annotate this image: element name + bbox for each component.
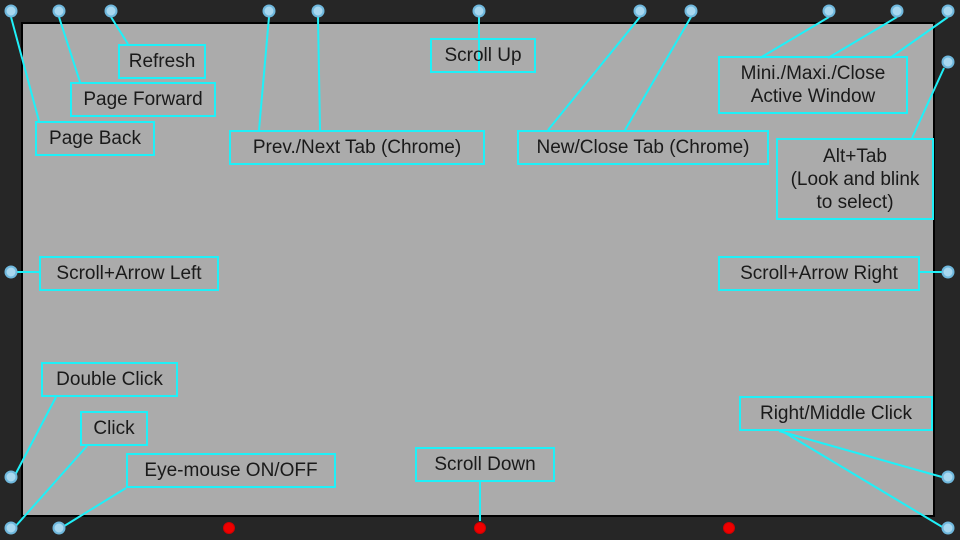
command-label-text: Scroll+Arrow Left bbox=[56, 263, 202, 284]
dot-top-8[interactable] bbox=[684, 4, 698, 18]
dot-bottom-1[interactable] bbox=[52, 521, 66, 535]
command-label-double-click: Double Click bbox=[41, 362, 178, 397]
dot-top-9[interactable] bbox=[822, 4, 836, 18]
command-label-scroll-arrow-left: Scroll+Arrow Left bbox=[39, 256, 219, 291]
dot-top-5[interactable] bbox=[311, 4, 325, 18]
dot-right-2[interactable] bbox=[941, 265, 955, 279]
command-label-alt-tab: Alt+Tab (Look and blink to select) bbox=[776, 138, 934, 220]
dot-bottom-red-1[interactable] bbox=[223, 522, 235, 534]
command-label-eye-mouse-toggle: Eye-mouse ON/OFF bbox=[126, 453, 336, 488]
command-label-prev-next-tab: Prev./Next Tab (Chrome) bbox=[229, 130, 485, 165]
command-label-page-back: Page Back bbox=[35, 121, 155, 156]
dot-top-2[interactable] bbox=[52, 4, 66, 18]
command-label-text: Eye-mouse ON/OFF bbox=[144, 460, 318, 481]
command-label-text: Page Back bbox=[49, 128, 141, 149]
dot-left-1[interactable] bbox=[4, 265, 18, 279]
dot-top-10[interactable] bbox=[890, 4, 904, 18]
dot-top-1[interactable] bbox=[4, 4, 18, 18]
command-label-text: Scroll Up bbox=[444, 45, 522, 66]
dot-top-4[interactable] bbox=[262, 4, 276, 18]
command-label-new-close-tab: New/Close Tab (Chrome) bbox=[517, 130, 769, 165]
dot-top-6[interactable] bbox=[472, 4, 486, 18]
command-label-click: Click bbox=[80, 411, 148, 446]
dot-right-3[interactable] bbox=[941, 470, 955, 484]
command-label-page-forward: Page Forward bbox=[70, 82, 216, 117]
command-label-text: Scroll+Arrow Right bbox=[740, 263, 898, 284]
command-label-text: Mini./Maxi./Close Active Window bbox=[740, 63, 886, 107]
command-label-text: Scroll Down bbox=[434, 454, 536, 475]
command-label-text: Refresh bbox=[128, 51, 196, 72]
dot-top-11[interactable] bbox=[941, 4, 955, 18]
command-label-scroll-down: Scroll Down bbox=[415, 447, 555, 482]
dot-left-3[interactable] bbox=[4, 521, 18, 535]
command-label-text: Click bbox=[93, 418, 135, 439]
dot-bottom-red-2[interactable] bbox=[474, 522, 486, 534]
command-label-text: New/Close Tab (Chrome) bbox=[536, 137, 750, 158]
dot-right-4[interactable] bbox=[941, 521, 955, 535]
dot-left-2[interactable] bbox=[4, 470, 18, 484]
command-label-text: Alt+Tab (Look and blink to select) bbox=[790, 145, 920, 213]
command-label-scroll-up: Scroll Up bbox=[430, 38, 536, 73]
command-label-text: Page Forward bbox=[83, 89, 203, 110]
dot-bottom-red-3[interactable] bbox=[723, 522, 735, 534]
dot-right-1[interactable] bbox=[941, 55, 955, 69]
command-label-text: Right/Middle Click bbox=[759, 403, 913, 424]
dot-top-7[interactable] bbox=[633, 4, 647, 18]
command-label-right-middle-click: Right/Middle Click bbox=[739, 396, 933, 431]
command-label-text: Prev./Next Tab (Chrome) bbox=[252, 137, 462, 158]
command-label-minimize-maximize-close: Mini./Maxi./Close Active Window bbox=[718, 56, 908, 114]
dot-top-3[interactable] bbox=[104, 4, 118, 18]
command-label-scroll-arrow-right: Scroll+Arrow Right bbox=[718, 256, 920, 291]
command-label-text: Double Click bbox=[56, 369, 163, 390]
command-label-refresh: Refresh bbox=[118, 44, 206, 79]
